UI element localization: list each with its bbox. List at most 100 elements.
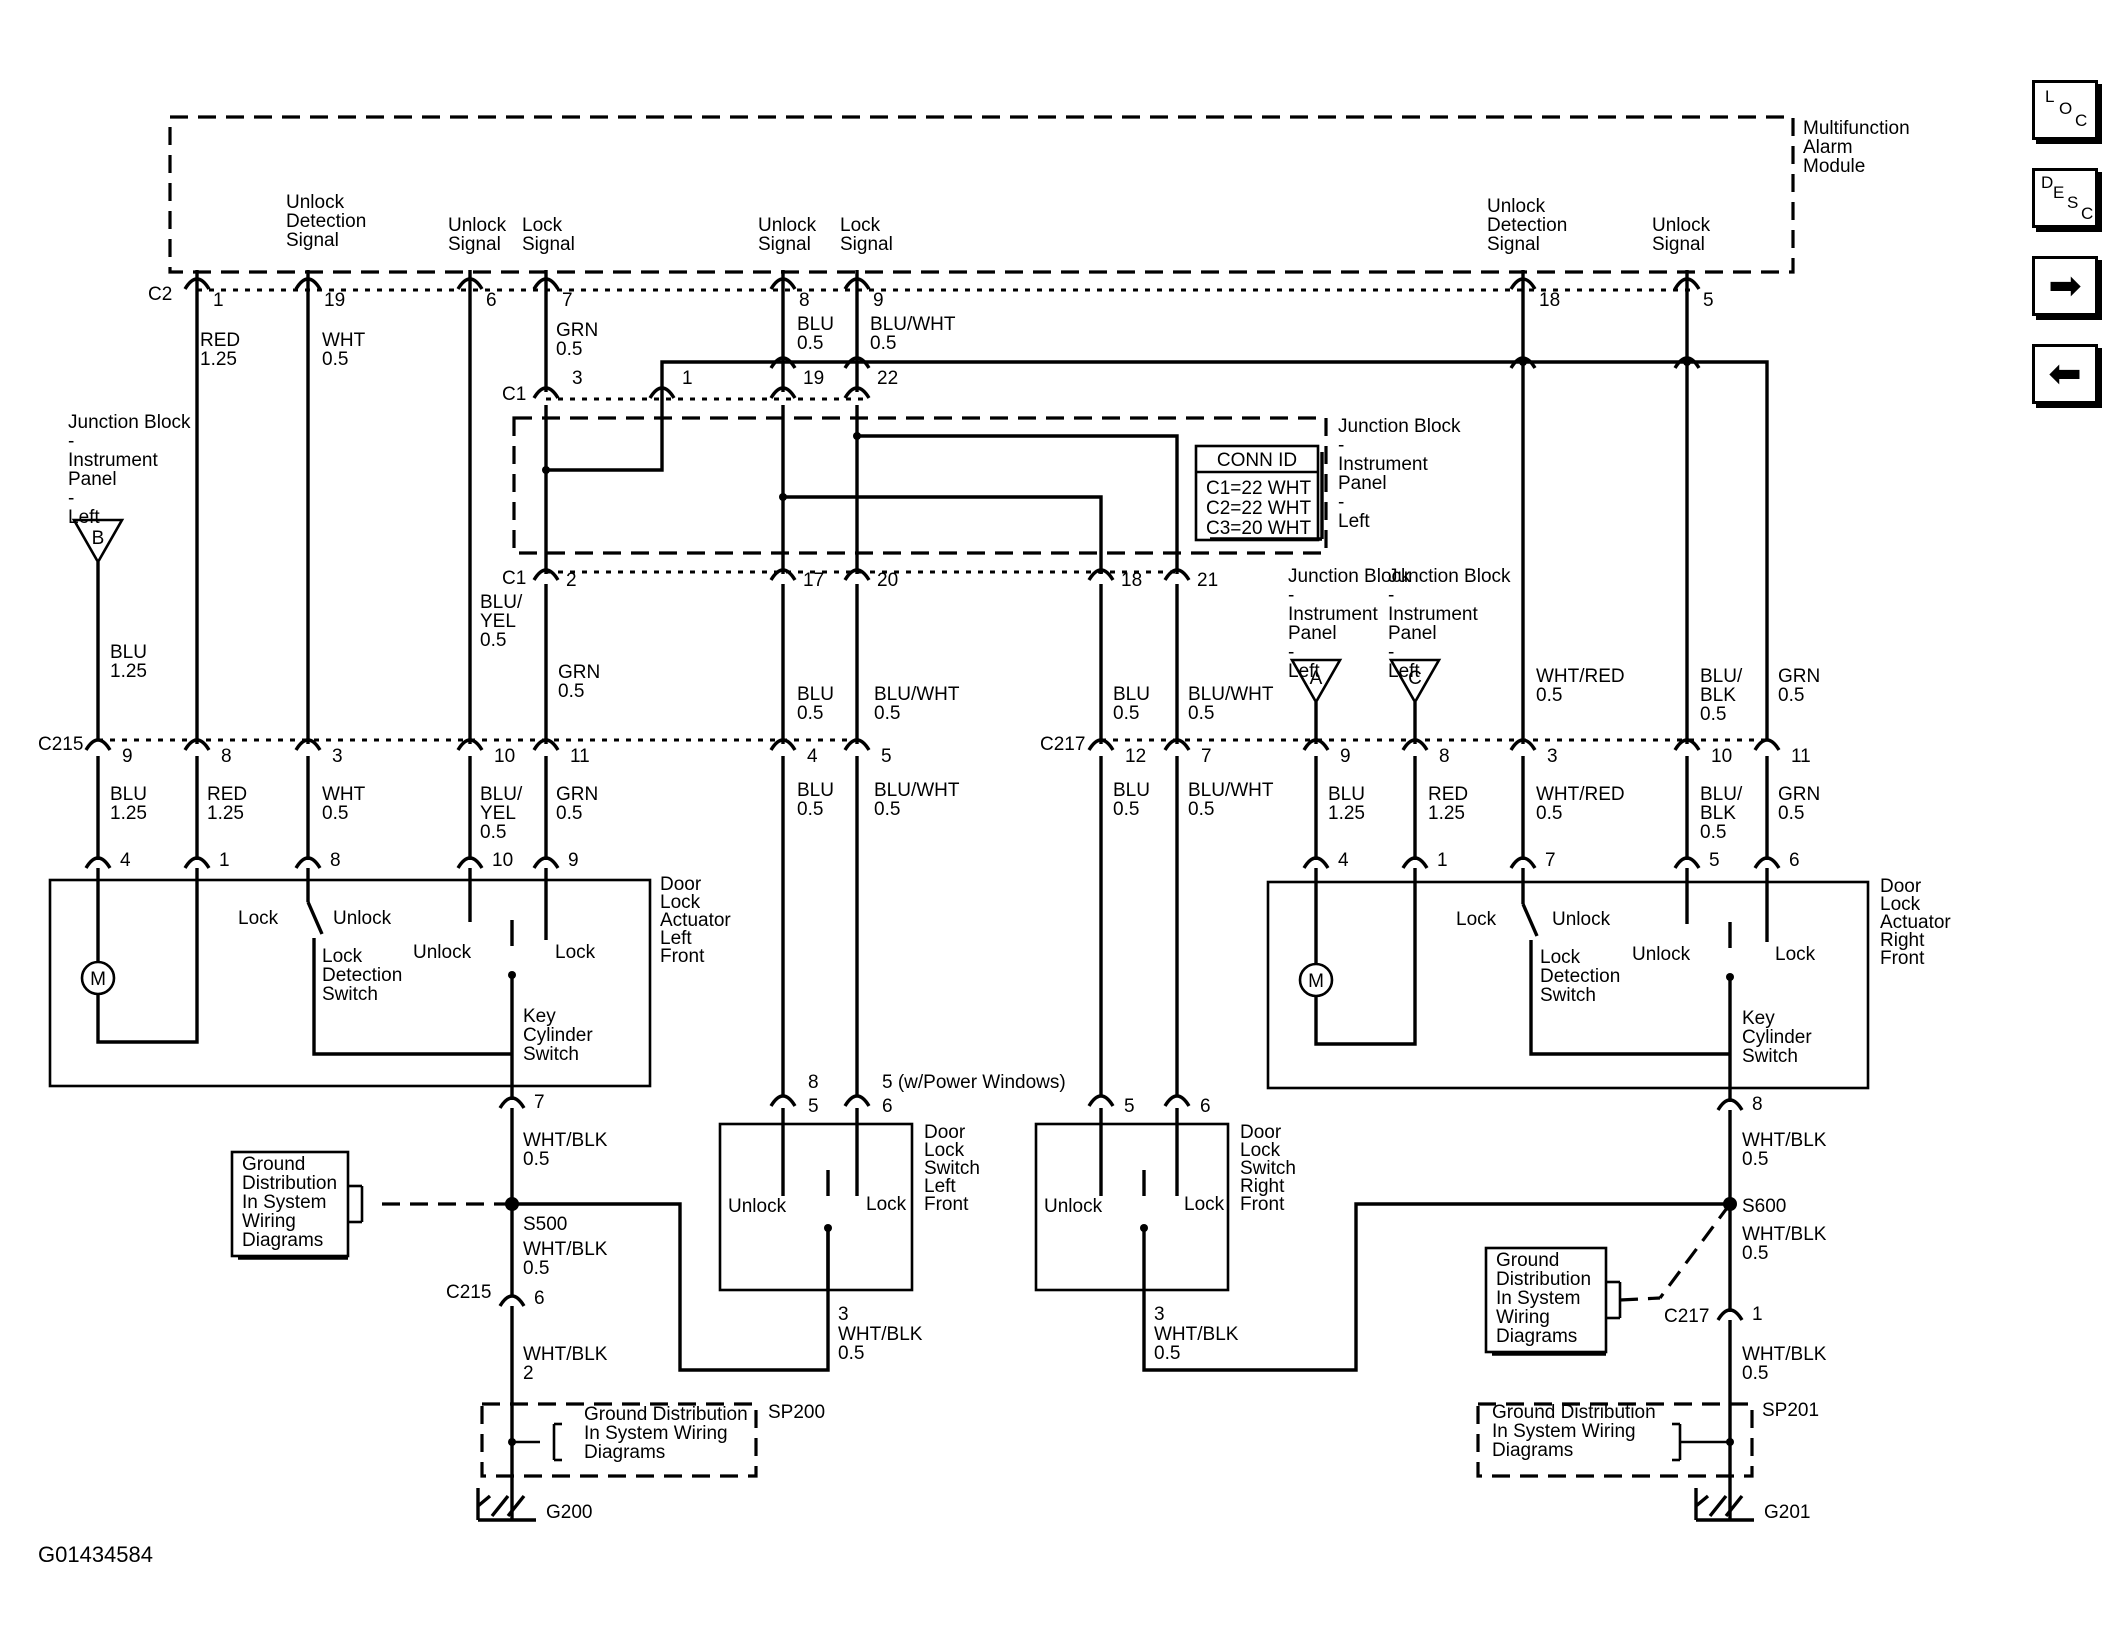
module-signal-label: Signal bbox=[286, 230, 339, 251]
actuator-terminal bbox=[1509, 856, 1537, 869]
actuator-pin: 5 bbox=[1709, 850, 1720, 871]
ground-symbol-left bbox=[476, 1488, 526, 1520]
ground-symbol-right bbox=[1694, 1488, 1744, 1520]
detection-switch-label: Detection bbox=[322, 965, 402, 986]
ground-ref-text: In System bbox=[242, 1192, 326, 1213]
out-pin: 7 bbox=[534, 1092, 545, 1113]
wire-spec: BLU bbox=[797, 684, 834, 705]
ground-ref-text: Ground bbox=[1496, 1250, 1559, 1271]
ground-ref-text: Wiring bbox=[1496, 1307, 1550, 1328]
desc-letter-1: D bbox=[2041, 173, 2054, 192]
c217-pin: 10 bbox=[1711, 746, 1732, 767]
ground-ref-dash bbox=[1619, 1296, 1661, 1302]
wire-spec: WHT/BLK bbox=[838, 1324, 923, 1345]
detection-switch-label: Switch bbox=[1540, 985, 1596, 1006]
c1-top-pin: 22 bbox=[877, 368, 898, 389]
switch-pin: 6 bbox=[1200, 1096, 1211, 1117]
switch-lock-label: Lock bbox=[866, 1194, 907, 1215]
c215-label: C215 bbox=[38, 734, 83, 755]
out-pin: 8 bbox=[1752, 1094, 1763, 1115]
wire-spec: 1.25 bbox=[110, 803, 147, 824]
reference-letter: C bbox=[1408, 668, 1422, 689]
wire-spec: BLU bbox=[110, 642, 147, 663]
wire-spec: 0.5 bbox=[1113, 703, 1139, 724]
right-actuator-name: Actuator bbox=[1880, 912, 1951, 933]
back-arrow-icon[interactable]: ⬅ bbox=[2032, 344, 2098, 404]
wire-spec: BLU bbox=[797, 780, 834, 801]
switch-top-pin: 5 (w/Power Windows) bbox=[882, 1072, 1066, 1093]
left-switch-name: Switch bbox=[924, 1158, 980, 1179]
c217-pin: 8 bbox=[1439, 746, 1450, 767]
c1-bottom-pin: 21 bbox=[1197, 570, 1218, 591]
out-terminal bbox=[498, 1096, 526, 1109]
wire-spec: GRN bbox=[1778, 666, 1820, 687]
left-actuator-name: Left bbox=[660, 928, 692, 949]
loc-letter-2: O bbox=[2059, 99, 2073, 118]
loc-button[interactable]: L O C bbox=[2032, 80, 2098, 140]
wire-spec: BLU/WHT bbox=[874, 780, 960, 801]
wire-spec: 0.5 bbox=[556, 339, 582, 360]
wire-spec: YEL bbox=[480, 611, 516, 632]
junction-ref-left: Junction Block bbox=[68, 412, 191, 433]
module-pin-number: 1 bbox=[213, 290, 224, 311]
junction-ref-left: - bbox=[68, 431, 74, 452]
junction-ref-c: Instrument bbox=[1388, 604, 1478, 625]
desc-button[interactable]: D E S C bbox=[2032, 168, 2098, 228]
module-pin-number: 5 bbox=[1703, 290, 1714, 311]
wire-spec: 1.25 bbox=[200, 349, 237, 370]
ground-ref-text: Diagrams bbox=[1496, 1326, 1577, 1347]
ground-ref-text: Diagrams bbox=[584, 1442, 665, 1463]
desc-letter-4: C bbox=[2081, 204, 2094, 223]
c215-pin: 5 bbox=[881, 746, 892, 767]
switch-pin: 5 bbox=[1124, 1096, 1135, 1117]
key-switch-label: Key bbox=[1742, 1008, 1775, 1029]
wire-spec: BLU/WHT bbox=[870, 314, 956, 335]
splice-label: S500 bbox=[523, 1214, 567, 1235]
wire-crossover bbox=[843, 356, 871, 369]
wire-spec: 0.5 bbox=[1742, 1243, 1768, 1264]
conn-id-entry: C2=22 WHT bbox=[1206, 498, 1311, 519]
reference-triangle-c bbox=[1388, 658, 1442, 705]
switch-lock-label: Lock bbox=[238, 908, 279, 929]
wire-spec: 0.5 bbox=[870, 333, 896, 354]
switch-terminal bbox=[1087, 1094, 1115, 1107]
left-switch-name: Left bbox=[924, 1176, 956, 1197]
wire-spec: 0.5 bbox=[1536, 803, 1562, 824]
left-actuator-name: Door bbox=[660, 874, 702, 895]
c215-pin: 4 bbox=[807, 746, 818, 767]
switch-unlock-label: Unlock bbox=[333, 908, 392, 929]
wire-spec: 0.5 bbox=[480, 630, 506, 651]
module-pin-number: 19 bbox=[324, 290, 345, 311]
c217-terminal bbox=[1753, 738, 1781, 751]
left-switch-box bbox=[718, 1122, 914, 1292]
c215-lower-pin: 6 bbox=[534, 1288, 545, 1309]
wire-spec: BLU/WHT bbox=[1188, 684, 1274, 705]
right-switch-name: Front bbox=[1240, 1194, 1285, 1215]
c215-lower-label: C215 bbox=[446, 1282, 491, 1303]
wire-spec: WHT bbox=[322, 784, 366, 805]
actuator-terminal bbox=[1673, 856, 1701, 869]
actuator-pin: 10 bbox=[492, 850, 513, 871]
diagram-labels: MultifunctionAlarmModule1UnlockDetection… bbox=[38, 118, 1951, 1567]
jb-cross-wire bbox=[783, 495, 1103, 574]
module-pin-number: 7 bbox=[562, 290, 573, 311]
wire-spec: 0.5 bbox=[558, 681, 584, 702]
wire-spec: 0.5 bbox=[322, 349, 348, 370]
wire-spec: 0.5 bbox=[1113, 799, 1139, 820]
wire-spec: 0.5 bbox=[322, 803, 348, 824]
module-signal-label: Signal bbox=[758, 234, 811, 255]
actuator-pin: 9 bbox=[568, 850, 579, 871]
sp200-outline bbox=[480, 1402, 758, 1478]
wire-spec: GRN bbox=[556, 320, 598, 341]
right-actuator-name: Front bbox=[1880, 948, 1925, 969]
key-switch-label: Cylinder bbox=[523, 1025, 593, 1046]
motor-label: M bbox=[90, 969, 106, 990]
reference-triangle-b bbox=[71, 518, 125, 565]
grn-bus-wire bbox=[660, 360, 1769, 740]
loc-letter-3: C bbox=[2075, 111, 2088, 130]
wire-spec: 0.5 bbox=[1154, 1343, 1180, 1364]
forward-arrow-icon[interactable]: ➡ bbox=[2032, 256, 2098, 316]
switch-lock-label: Lock bbox=[1184, 1194, 1225, 1215]
key-switch-label: Switch bbox=[523, 1044, 579, 1065]
